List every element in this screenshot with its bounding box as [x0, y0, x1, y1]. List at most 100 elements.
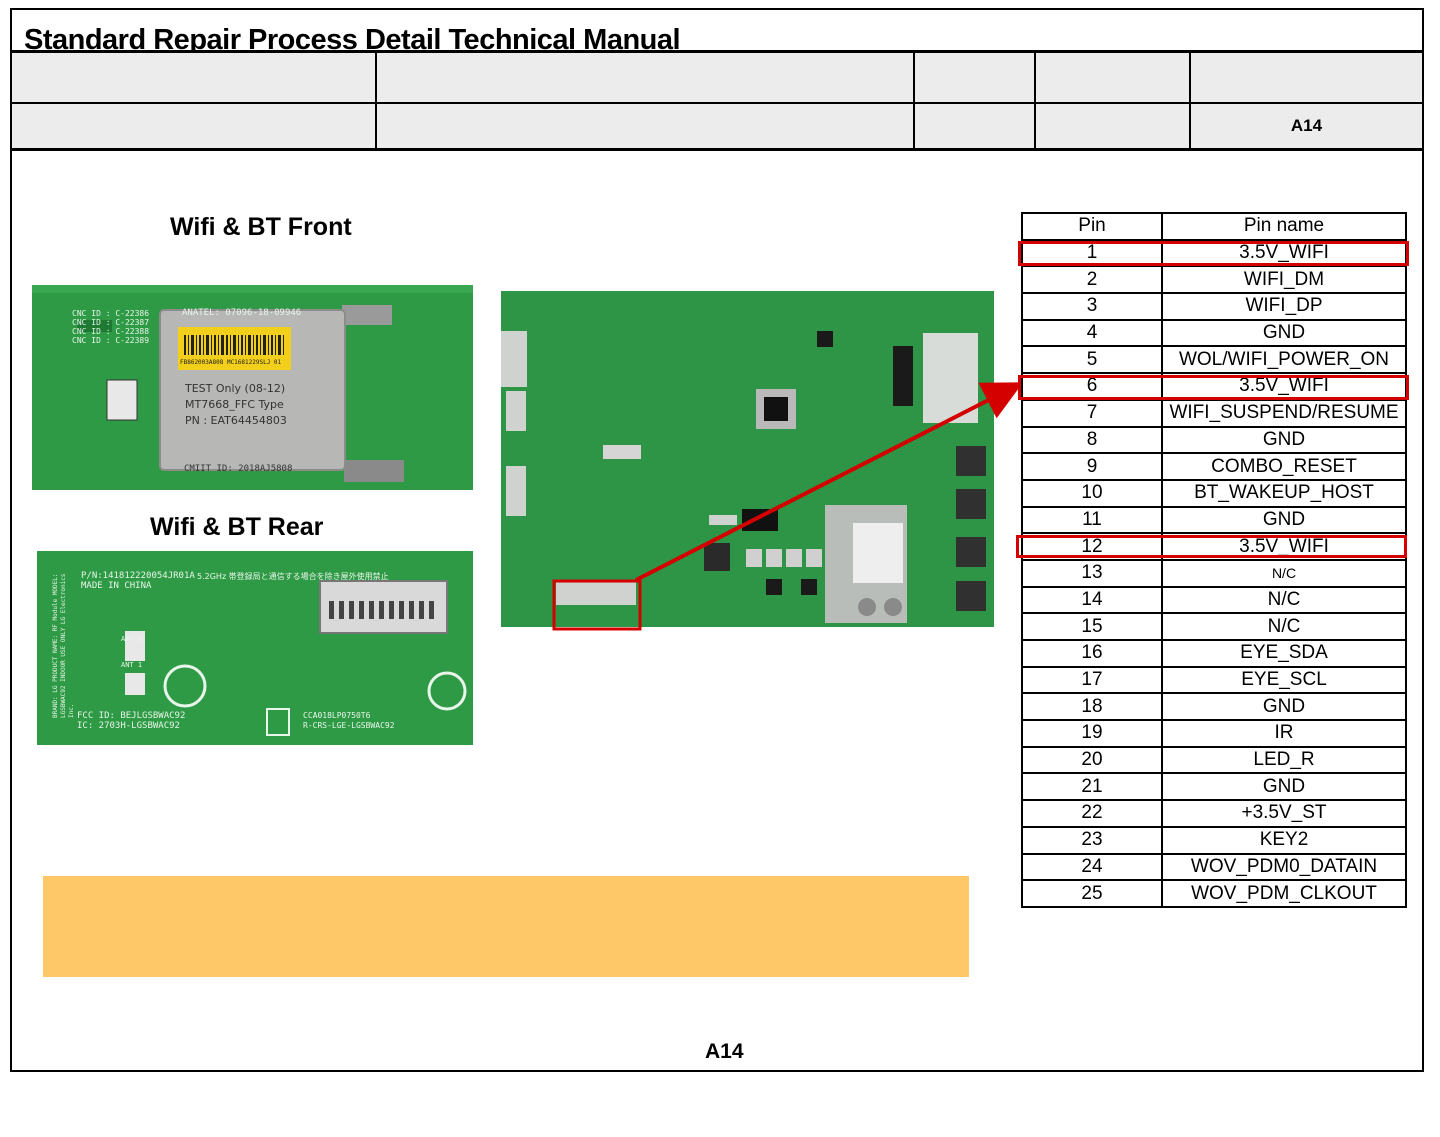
pin-number-cell: 16	[1021, 639, 1163, 668]
main-board-drawing	[501, 291, 994, 627]
pin-number-cell: 21	[1021, 772, 1163, 802]
header-table: A14	[12, 53, 1422, 151]
pin-column-header: Pin	[1021, 212, 1163, 241]
caption-front: Wifi & BT Front	[170, 213, 352, 241]
pin-name-cell: KEY2	[1161, 825, 1407, 855]
rear-made-in-text: MADE IN CHINA	[81, 581, 152, 591]
pin-number-cell: 25	[1021, 879, 1163, 908]
pin-1-highlight	[1018, 241, 1409, 266]
pin-name-cell: WOL/WIFI_POWER_ON	[1161, 345, 1407, 375]
pin-name-cell: N/C	[1161, 612, 1407, 641]
pin-name-cell: GND	[1161, 692, 1407, 722]
pin-table-header-row: Pin Pin name	[1021, 212, 1407, 241]
pin-name-cell: IR	[1161, 719, 1407, 748]
model-line-text: MT7668_FFC Type	[185, 398, 284, 411]
header-row-1	[12, 53, 1422, 104]
header-code-cell: A14	[1290, 116, 1323, 135]
notice-banner	[43, 876, 969, 977]
pin-number-cell: 19	[1021, 719, 1163, 748]
cnc-id-text: CNC ID : C-22386	[72, 309, 150, 318]
pin-number-cell: 14	[1021, 585, 1163, 615]
pin-number-cell: 8	[1021, 425, 1163, 455]
pin-number-cell: 3	[1021, 292, 1163, 321]
anatel-text: ANATEL: 07096-18-09946	[182, 308, 302, 318]
pin-name-cell: GND	[1161, 425, 1407, 455]
wifi-bt-front-photo: CNC ID : C-22386 CNC ID : C-22387 CNC ID…	[32, 285, 473, 490]
pin-number-cell: 11	[1021, 505, 1163, 535]
cnc-id-text: CNC ID : C-22387	[72, 318, 150, 327]
pin-number-cell: 2	[1021, 265, 1163, 295]
page-frame: Standard Repair Process Detail Technical…	[10, 8, 1424, 1072]
cnc-id-text: CNC ID : C-22389	[72, 336, 150, 345]
ant1-label: ANT 1	[121, 661, 143, 669]
pin-name-cell: WOV_PDM_CLKOUT	[1161, 879, 1407, 908]
header-cell	[1036, 53, 1191, 102]
pin-name-cell: COMBO_RESET	[1161, 452, 1407, 481]
pin-number-cell: 13	[1021, 558, 1163, 588]
connector-highlight-box	[552, 579, 642, 631]
pin-name-cell: WIFI_DP	[1161, 292, 1407, 321]
page-code: A14	[705, 1040, 744, 1063]
pin-name-cell: WIFI_DM	[1161, 265, 1407, 295]
wifi-rear-module-drawing	[37, 551, 473, 745]
header-cell	[377, 53, 915, 102]
header-cell	[377, 104, 915, 148]
pin-name-cell: GND	[1161, 505, 1407, 535]
pin-row: 22+3.5V_ST	[1021, 799, 1407, 828]
pin-name-cell: EYE_SCL	[1161, 665, 1407, 695]
pin-name-cell: GND	[1161, 772, 1407, 802]
pin-12-highlight	[1016, 535, 1407, 558]
header-cell	[915, 104, 1036, 148]
pin-number-cell: 4	[1021, 318, 1163, 348]
pin-name-cell: GND	[1161, 318, 1407, 348]
caption-rear: Wifi & BT Rear	[150, 513, 324, 541]
header-cell	[915, 53, 1036, 102]
wifi-bt-rear-photo: P/N:141812220054JR01A MADE IN CHINA 5.2G…	[37, 551, 473, 745]
pin-name-cell: BT_WAKEUP_HOST	[1161, 478, 1407, 508]
pin-number-cell: 20	[1021, 745, 1163, 775]
header-row-2: A14	[12, 104, 1422, 148]
header-cell	[12, 53, 377, 102]
rear-5ghz-note: 5.2GHz 帯登録局と通信する場合を除き屋外使用禁止	[197, 572, 389, 581]
pin-name-cell: N/C	[1161, 585, 1407, 615]
rear-kc2-text: R-CRS-LGE-LGSBWAC92	[303, 721, 395, 730]
header-cell	[12, 104, 377, 148]
pin-number-cell: 17	[1021, 665, 1163, 695]
main-board-photo	[501, 291, 994, 627]
test-line-text: TEST Only (08-12)	[185, 382, 286, 395]
pin-name-cell: EYE_SDA	[1161, 639, 1407, 668]
rear-fcc-text: FCC ID: BEJLGSBWAC92	[77, 711, 186, 721]
pin-name-cell: WOV_PDM0_DATAIN	[1161, 852, 1407, 882]
pin-number-cell: 18	[1021, 692, 1163, 722]
pin-number-cell: 9	[1021, 452, 1163, 481]
ant2-label: ANT 2	[121, 635, 143, 643]
pn-line-text: PN : EAT64454803	[185, 414, 287, 427]
rear-pn-text: P/N:141812220054JR01A	[81, 571, 195, 581]
header-cell	[1036, 104, 1191, 148]
title-rule	[12, 50, 1422, 53]
pin-number-cell: 22	[1021, 799, 1163, 828]
rear-ic-text: IC: 2703H-LGSBWAC92	[77, 721, 180, 731]
pin-6-highlight	[1018, 375, 1409, 400]
cnc-id-text: CNC ID : C-22388	[72, 327, 150, 336]
pin-name-column-header: Pin name	[1161, 212, 1407, 241]
